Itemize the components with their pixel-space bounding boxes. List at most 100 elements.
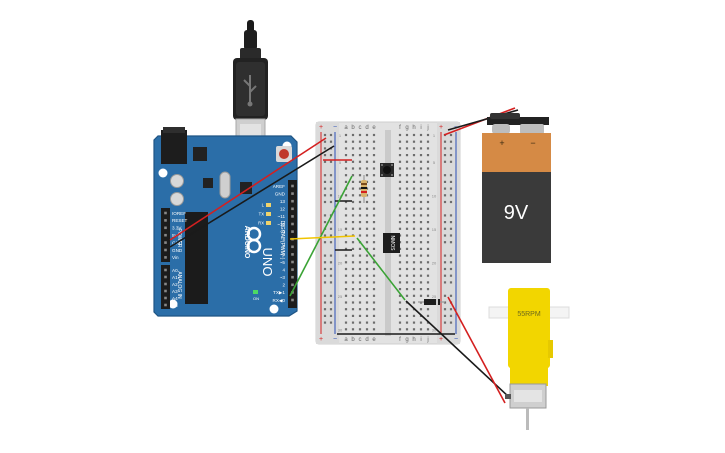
breadboard-hole[interactable] <box>344 200 348 204</box>
header-pin[interactable] <box>291 207 294 211</box>
rail-hole[interactable] <box>323 180 327 183</box>
breadboard-hole[interactable] <box>405 214 409 217</box>
breadboard-hole[interactable] <box>351 174 355 177</box>
dc-gear-motor[interactable]: 55RPM <box>488 288 570 430</box>
breadboard-hole[interactable] <box>344 328 348 331</box>
breadboard-hole[interactable] <box>365 241 369 244</box>
rail-hole[interactable] <box>323 147 327 150</box>
rail-hole[interactable] <box>443 174 447 177</box>
breadboard-hole[interactable] <box>426 154 430 157</box>
breadboard-hole[interactable] <box>426 281 430 284</box>
rail-hole[interactable] <box>329 140 333 143</box>
rail-hole[interactable] <box>329 321 333 324</box>
breadboard-hole[interactable] <box>412 200 416 204</box>
breadboard-hole[interactable] <box>398 254 402 257</box>
breadboard-hole[interactable] <box>398 321 402 324</box>
breadboard-hole[interactable] <box>426 133 430 137</box>
rail-hole[interactable] <box>323 294 327 297</box>
resistor[interactable] <box>361 175 367 203</box>
header-pin[interactable] <box>164 226 167 230</box>
breadboard-hole[interactable] <box>358 288 362 291</box>
rail-hole[interactable] <box>449 180 453 183</box>
breadboard-hole[interactable] <box>419 321 423 324</box>
rail-hole[interactable] <box>323 274 327 277</box>
rail-hole[interactable] <box>449 308 453 311</box>
breadboard-hole[interactable] <box>419 154 423 157</box>
rail-hole[interactable] <box>443 194 447 197</box>
breadboard-hole[interactable] <box>358 234 362 237</box>
breadboard-hole[interactable] <box>372 314 376 317</box>
breadboard-hole[interactable] <box>358 214 362 217</box>
breadboard-hole[interactable] <box>426 140 430 143</box>
breadboard-hole[interactable] <box>365 174 369 177</box>
breadboard-hole[interactable] <box>351 288 355 291</box>
breadboard-hole[interactable] <box>419 247 423 250</box>
breadboard-hole[interactable] <box>419 147 423 150</box>
breadboard-hole[interactable] <box>344 241 348 244</box>
rail-hole[interactable] <box>329 160 333 163</box>
breadboard-hole[interactable] <box>372 261 376 264</box>
breadboard-hole[interactable] <box>412 247 416 250</box>
rail-hole[interactable] <box>323 261 327 264</box>
battery-9v[interactable]: + − 9V <box>482 113 551 263</box>
header-pin[interactable] <box>164 241 167 244</box>
breadboard-hole[interactable] <box>405 308 409 311</box>
rail-hole[interactable] <box>449 154 453 157</box>
breadboard-hole[interactable] <box>372 180 376 183</box>
rail-hole[interactable] <box>329 234 333 237</box>
breadboard-hole[interactable] <box>405 328 409 331</box>
breadboard-hole[interactable] <box>372 254 376 257</box>
breadboard-hole[interactable] <box>419 207 423 210</box>
breadboard-hole[interactable] <box>398 160 402 163</box>
rail-hole[interactable] <box>443 227 447 230</box>
breadboard-hole[interactable] <box>365 140 369 143</box>
breadboard-hole[interactable] <box>405 241 409 244</box>
breadboard-hole[interactable] <box>398 154 402 157</box>
breadboard-hole[interactable] <box>358 301 362 304</box>
breadboard-hole[interactable] <box>426 174 430 177</box>
push-button[interactable] <box>380 163 394 177</box>
breadboard-hole[interactable] <box>351 154 355 157</box>
rail-hole[interactable] <box>443 254 447 257</box>
breadboard-hole[interactable] <box>412 214 416 217</box>
breadboard-hole[interactable] <box>398 133 402 137</box>
breadboard-hole[interactable] <box>426 261 430 264</box>
breadboard-hole[interactable] <box>398 214 402 217</box>
breadboard-hole[interactable] <box>405 207 409 210</box>
breadboard-hole[interactable] <box>351 314 355 317</box>
rail-hole[interactable] <box>329 174 333 177</box>
header-pin[interactable] <box>291 184 294 188</box>
breadboard-hole[interactable] <box>344 274 348 277</box>
breadboard-hole[interactable] <box>419 288 423 291</box>
breadboard-hole[interactable] <box>405 174 409 177</box>
breadboard-hole[interactable] <box>351 160 355 163</box>
header-pin[interactable] <box>291 215 294 218</box>
breadboard-hole[interactable] <box>372 247 376 250</box>
breadboard-hole[interactable] <box>351 261 355 264</box>
analog-header[interactable] <box>161 265 170 309</box>
breadboard-hole[interactable] <box>398 314 402 317</box>
rail-hole[interactable] <box>329 187 333 190</box>
breadboard-hole[interactable] <box>398 140 402 143</box>
breadboard-hole[interactable] <box>351 281 355 284</box>
header-pin[interactable] <box>291 222 294 226</box>
breadboard-hole[interactable] <box>426 308 430 311</box>
breadboard-hole[interactable] <box>419 281 423 284</box>
rail-hole[interactable] <box>323 281 327 284</box>
breadboard-hole[interactable] <box>426 294 430 297</box>
breadboard-hole[interactable] <box>426 254 430 257</box>
rail-hole[interactable] <box>329 261 333 264</box>
breadboard-hole[interactable] <box>426 160 430 163</box>
rail-hole[interactable] <box>449 314 453 317</box>
breadboard-hole[interactable] <box>358 154 362 157</box>
rail-hole[interactable] <box>329 274 333 277</box>
breadboard-hole[interactable] <box>405 167 409 170</box>
breadboard-hole[interactable] <box>426 221 430 224</box>
breadboard-hole[interactable] <box>398 301 402 304</box>
breadboard-hole[interactable] <box>398 308 402 311</box>
rail-hole[interactable] <box>443 314 447 317</box>
breadboard-hole[interactable] <box>419 294 423 297</box>
breadboard-hole[interactable] <box>426 247 430 250</box>
breadboard-hole[interactable] <box>398 274 402 277</box>
breadboard-hole[interactable] <box>358 308 362 311</box>
